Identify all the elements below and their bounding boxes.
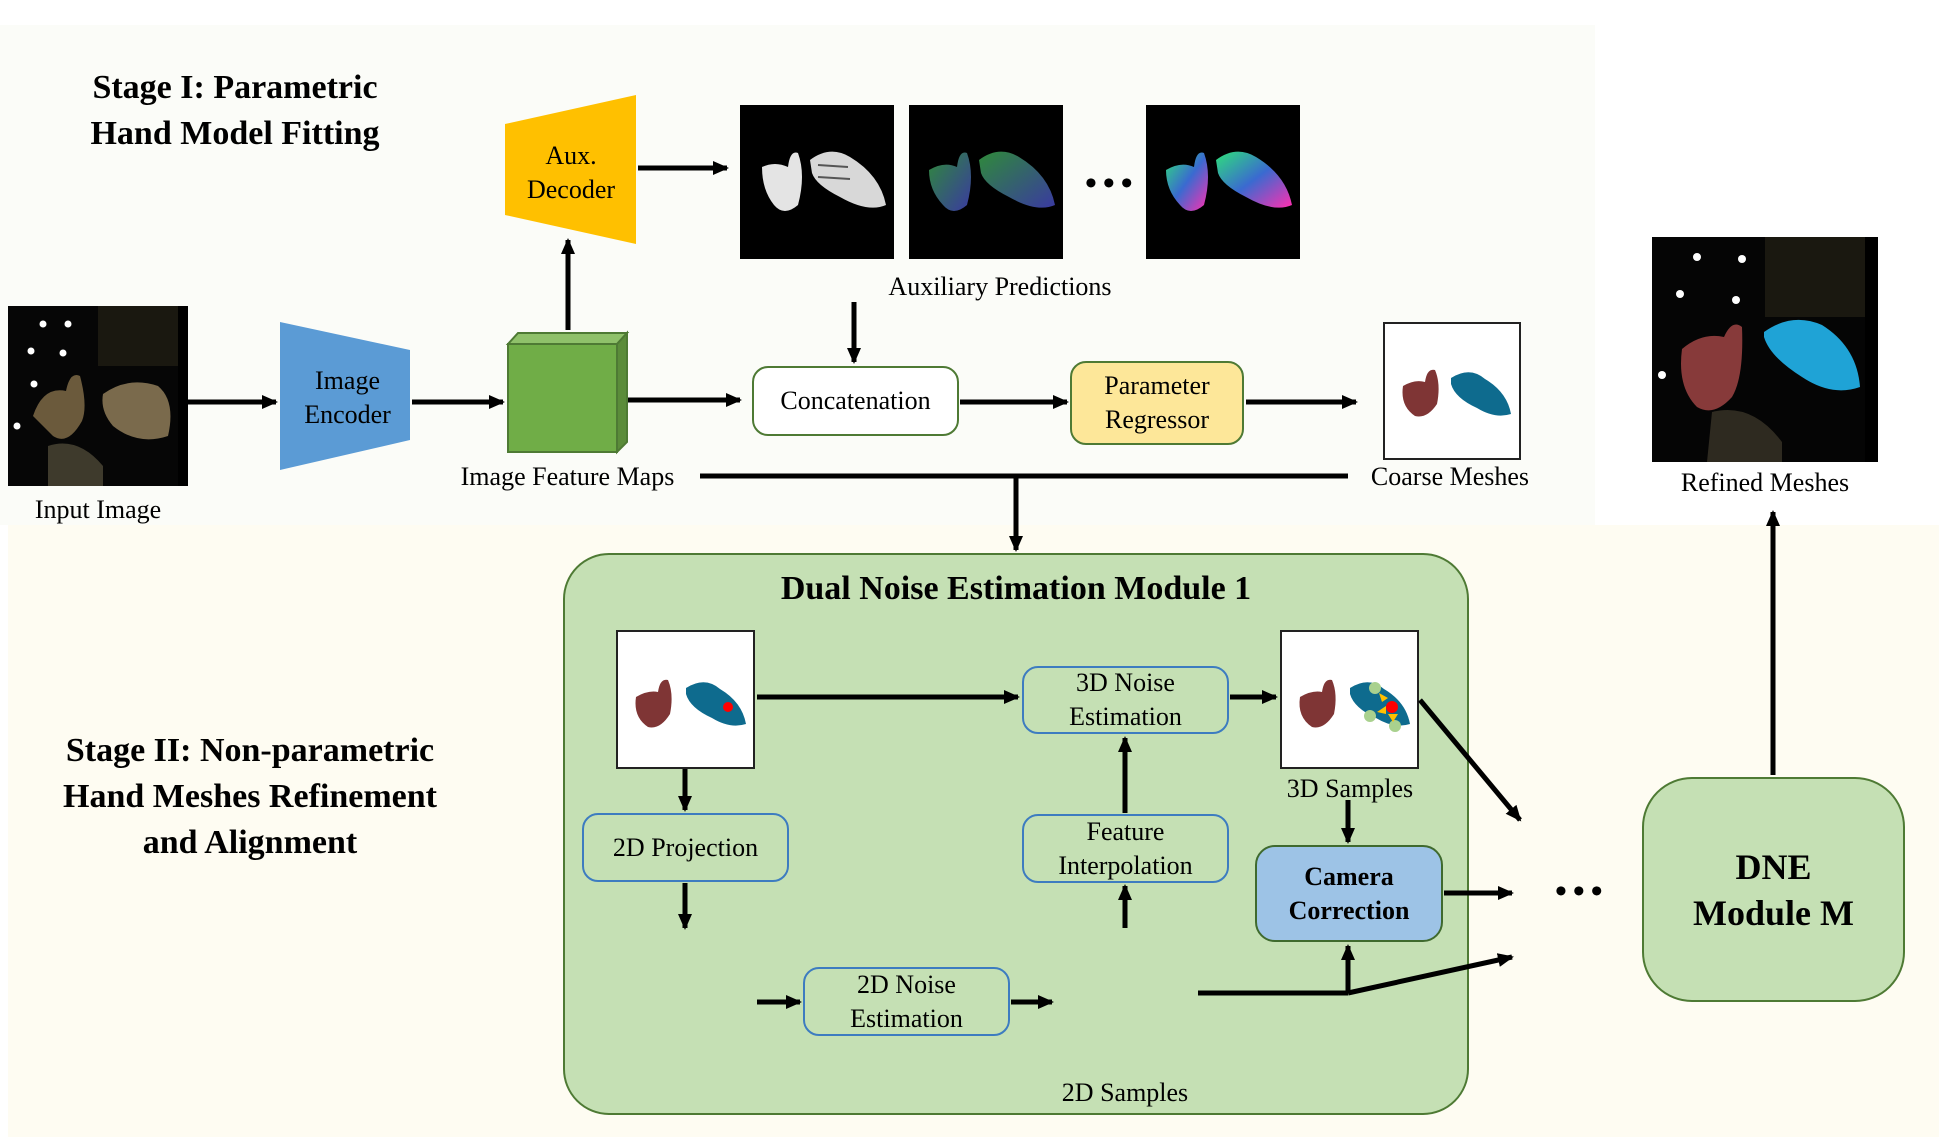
coarse-meshes-label: Coarse Meshes	[1370, 462, 1530, 491]
refined-meshes-label: Refined Meshes	[1680, 468, 1850, 497]
projection2d-box: 2D Projection	[582, 813, 789, 882]
dne-module-m-box: DNE Module M	[1642, 777, 1905, 1002]
noise2d-estimation-box: 2D Noise Estimation	[803, 967, 1010, 1036]
arrow-samples3d-to-next	[1418, 698, 1522, 822]
normal-hands-graphic	[909, 105, 1063, 259]
module-input-hands-graphic	[635, 679, 746, 728]
aux-decoder-label: Aux. Decoder	[526, 140, 616, 204]
image-encoder-label: Image Encoder	[304, 365, 391, 429]
samples3d-hands-graphic	[1299, 679, 1410, 732]
auxiliary-predictions-label: Auxiliary Predictions	[888, 272, 1112, 301]
module-title: Dual Noise Estimation Module 1	[780, 570, 1252, 607]
refined-meshes-image	[1652, 237, 1878, 462]
color-hands-graphic	[1146, 105, 1300, 259]
noise3d-estimation-box: 3D Noise Estimation	[1022, 666, 1229, 734]
coarse-meshes-image	[1383, 322, 1521, 460]
samples2d-label: 2D Samples	[1061, 1078, 1189, 1107]
refined-hands-graphic	[1652, 237, 1878, 462]
aux-decoder-shape	[505, 95, 636, 244]
module-input-mesh-image	[616, 630, 755, 769]
module-ellipsis: •••	[1555, 873, 1609, 910]
samples3d-image	[1280, 630, 1419, 769]
aux-predictions-ellipsis: •••	[1085, 165, 1139, 202]
input-image-label: Input Image	[34, 495, 162, 524]
feature-interpolation-box: Feature Interpolation	[1022, 814, 1229, 883]
input-image	[8, 306, 188, 486]
image-feature-maps-cube	[505, 330, 630, 455]
samples3d-label: 3D Samples	[1286, 774, 1414, 803]
stage2-title: Stage II: Non-parametric Hand Meshes Ref…	[63, 732, 437, 861]
stage1-title: Stage I: Parametric Hand Model Fitting	[90, 69, 380, 152]
camera-correction-box: Camera Correction	[1255, 845, 1443, 942]
image-feature-maps-label: Image Feature Maps	[460, 462, 675, 491]
input-image-graphic	[8, 306, 188, 486]
depth-hands-graphic	[740, 105, 894, 259]
aux-prediction-normal	[909, 105, 1063, 259]
image-encoder-shape	[280, 322, 410, 470]
parameter-regressor-box: Parameter Regressor	[1070, 361, 1244, 445]
aux-prediction-depth	[740, 105, 894, 259]
aux-prediction-segmentation	[1146, 105, 1300, 259]
arrow-samples2d-to-next	[1347, 953, 1514, 996]
coarse-hands-graphic	[1402, 369, 1511, 417]
concatenation-box: Concatenation	[752, 366, 959, 436]
